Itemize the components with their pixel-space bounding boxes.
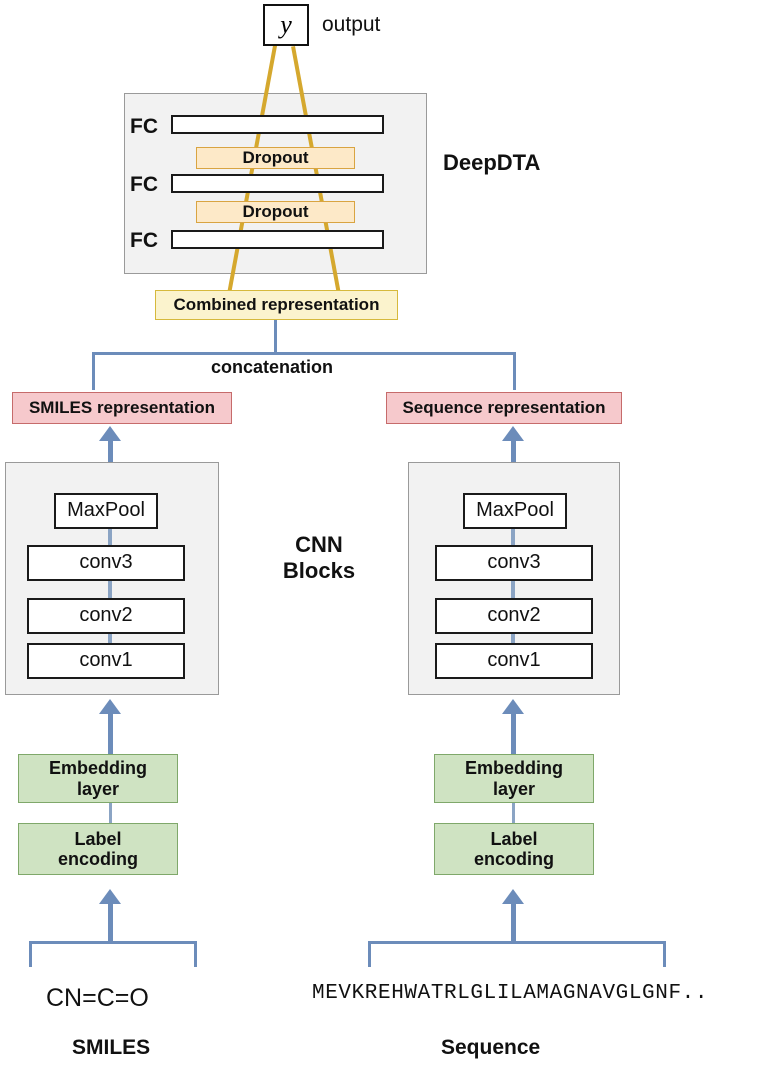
cnn-right-connector-maxpool-conv3: [511, 529, 515, 545]
sequence-input-caption: Sequence: [441, 1036, 541, 1059]
sequence-representation-box: Sequence representation: [386, 392, 622, 424]
bracket-right-leg-end: [663, 941, 666, 967]
arrow-right-input-to-encoding-shaft: [511, 903, 516, 943]
arrow-left-cnn-to-representation-shaft: [108, 440, 113, 462]
arrow-left-input-to-encoding-head: [99, 889, 121, 904]
cnn-right-conv2-box: conv2: [435, 598, 593, 634]
smiles-input-caption: SMILES: [72, 1036, 151, 1059]
cnn-left-connector-conv2-conv1: [108, 634, 112, 643]
arrow-right-embedding-to-cnn-shaft: [511, 713, 516, 754]
cnn-left-conv1-box: conv1: [27, 643, 185, 679]
output-label: output: [322, 13, 381, 36]
embedding-layer-box-right: Embedding layer: [434, 754, 594, 803]
arrow-right-cnn-to-representation-shaft: [511, 440, 516, 462]
arrow-left-cnn-to-representation-head: [99, 426, 121, 441]
cnn-blocks-label: CNN Blocks: [244, 532, 394, 584]
label-encoding-box-left: Label encoding: [18, 823, 178, 875]
cnn-right-connector-conv2-conv1: [511, 634, 515, 643]
concatenation-label: concatenation: [211, 357, 334, 377]
cnn-left-connector-conv3-conv2: [108, 581, 112, 598]
cnn-left-maxpool-box: MaxPool: [54, 493, 158, 529]
embedding-layer-line2-left: layer: [76, 778, 120, 799]
connector-left-encoding-to-embedding: [109, 803, 112, 823]
cnn-blocks-label-line2: Blocks: [282, 557, 356, 583]
label-encoding-line1-left: Label: [74, 828, 122, 849]
fc-label-1: FC: [130, 115, 158, 138]
fc-label-2: FC: [130, 173, 158, 196]
combined-representation-box: Combined representation: [155, 290, 398, 320]
bracket-left-leg-start: [29, 941, 32, 967]
arrow-right-cnn-to-representation-head: [502, 426, 524, 441]
fc-bar-1: [171, 115, 384, 134]
label-encoding-line2-right: encoding: [474, 849, 554, 869]
label-encoding-line1-right: Label: [490, 828, 538, 849]
arrow-right-input-to-encoding-head: [502, 889, 524, 904]
concat-left-drop: [92, 352, 95, 390]
embedding-layer-box-left: Embedding layer: [18, 754, 178, 803]
concat-vertical-stem: [274, 320, 277, 354]
bracket-left-leg-end: [194, 941, 197, 967]
fc-bar-2: [171, 174, 384, 193]
label-encoding-box-right: Label encoding: [434, 823, 594, 875]
dropout-box-1: Dropout: [196, 147, 355, 169]
deepdta-panel-label: DeepDTA: [443, 150, 541, 175]
cnn-right-conv1-box: conv1: [435, 643, 593, 679]
dropout-box-2: Dropout: [196, 201, 355, 223]
cnn-left-conv3-box: conv3: [27, 545, 185, 581]
cnn-left-conv2-box: conv2: [27, 598, 185, 634]
arrow-left-embedding-to-cnn-head: [99, 699, 121, 714]
cnn-blocks-label-line1: CNN: [295, 532, 343, 557]
smiles-representation-box: SMILES representation: [12, 392, 232, 424]
bracket-left-top: [29, 941, 197, 944]
bracket-right-top: [368, 941, 666, 944]
fc-bar-3: [171, 230, 384, 249]
arrow-left-input-to-encoding-shaft: [108, 903, 113, 943]
connector-right-encoding-to-embedding: [512, 803, 515, 823]
cnn-right-maxpool-box: MaxPool: [463, 493, 567, 529]
arrow-left-embedding-to-cnn-shaft: [108, 713, 113, 754]
cnn-left-connector-maxpool-conv3: [108, 529, 112, 545]
cnn-right-conv3-box: conv3: [435, 545, 593, 581]
embedding-layer-line2-right: layer: [492, 778, 536, 799]
arrow-right-embedding-to-cnn-head: [502, 699, 524, 714]
label-encoding-line2-left: encoding: [58, 849, 138, 869]
concat-horizontal-bus: [92, 352, 516, 355]
bracket-right-leg-start: [368, 941, 371, 967]
sequence-input-value: MEVKREHWATRLGLILAMAGNAVGLGNF..: [312, 982, 709, 1005]
output-node-y: y: [263, 4, 309, 46]
embedding-layer-line1-right: Embedding: [465, 758, 563, 779]
embedding-layer-line1-left: Embedding: [49, 758, 147, 779]
cnn-right-connector-conv3-conv2: [511, 581, 515, 598]
fc-label-3: FC: [130, 229, 158, 252]
smiles-input-value: CN=C=O: [46, 984, 149, 1012]
concat-right-drop: [513, 352, 516, 390]
